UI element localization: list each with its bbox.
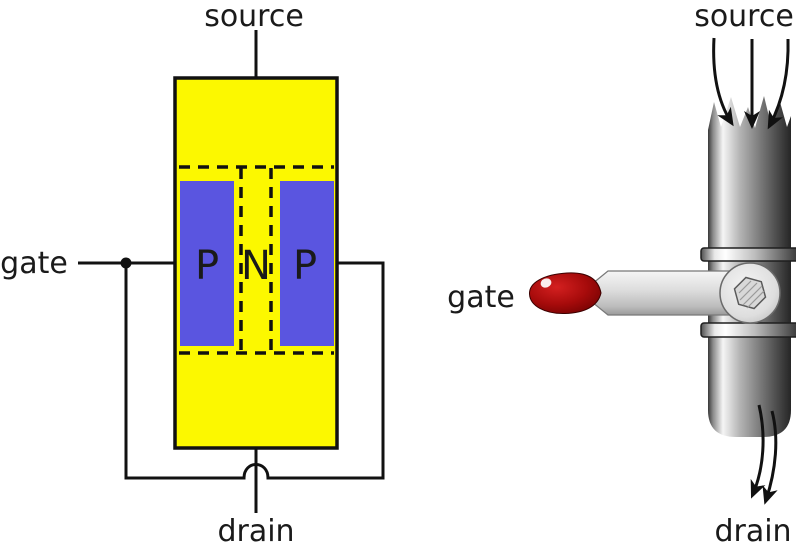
wire-junction-dot [120,257,132,269]
gate-loop-wire [124,261,385,480]
jfet-source-label: source [204,0,304,34]
p-region-left [180,181,234,346]
flow-arrow-out-left [750,404,766,499]
valve-nut-icon [733,276,767,310]
channel-dashed-boundary [179,165,334,355]
knob-highlight [540,278,552,288]
p-region-right [280,181,334,346]
flow-arrow-in-left [712,37,734,127]
jfet-drain-label: drain [217,514,294,548]
drain-flow-arrows [750,404,778,505]
p-right-label: P [293,243,317,289]
valve-gate-label: gate [447,280,515,315]
valve-drain-label: drain [714,514,791,548]
jfet-gate-label: gate [0,246,68,281]
flow-arrow-out-right [762,410,778,505]
valve-knob [528,272,602,315]
pipe-collar-top [700,247,796,262]
flow-arrow-in-right [767,38,790,130]
source-flow-arrows [712,37,790,130]
n-channel-label: N [241,243,271,289]
valve-nut-hatching [738,280,765,309]
valve-diagram: source gate drain [447,0,796,548]
pipe-collar-bottom [700,322,796,338]
valve-handle [591,270,742,316]
jfet-diagram: P N P source gate drain [0,0,385,548]
p-left-label: P [195,243,219,289]
valve-source-label: source [694,0,794,34]
